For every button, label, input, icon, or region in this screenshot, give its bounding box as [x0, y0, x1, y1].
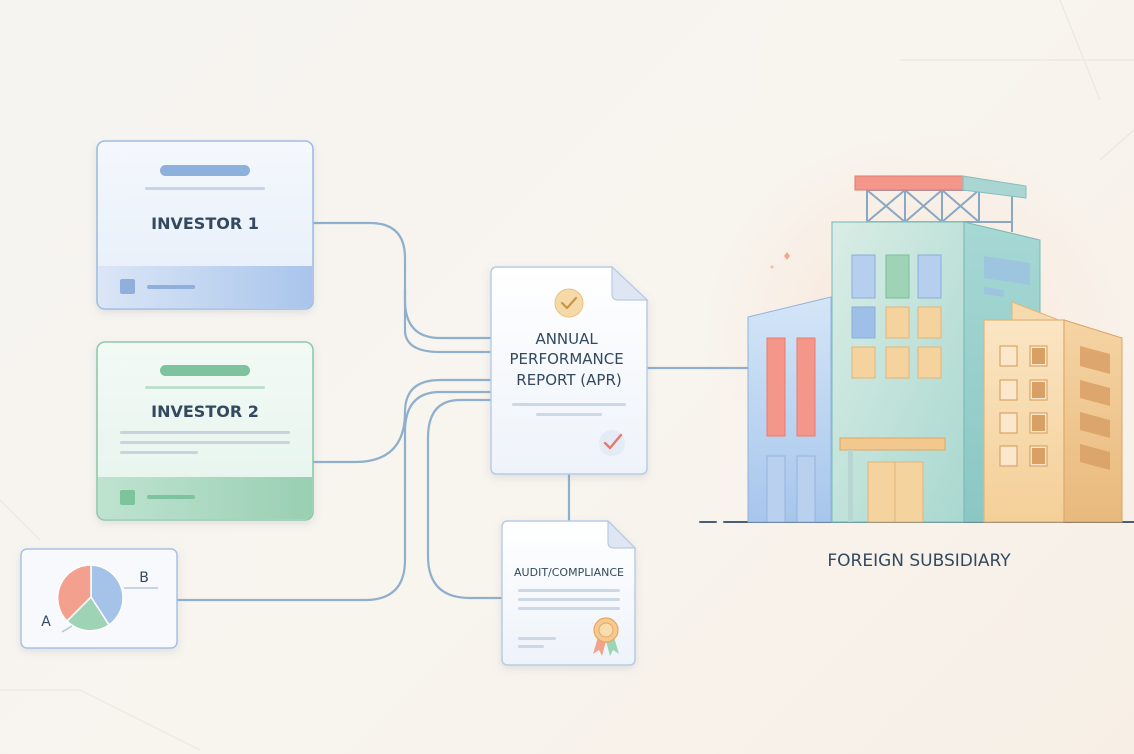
investor-1-label: INVESTOR 1 — [151, 214, 259, 233]
apr-label-line-1: ANNUAL — [535, 330, 598, 348]
investor-1-card: INVESTOR 1 — [96, 140, 314, 310]
text-line-placeholder — [518, 598, 620, 601]
apr-document: ANNUAL PERFORMANCE REPORT (APR) — [490, 265, 649, 475]
connector-audit-apr — [426, 398, 504, 600]
sparkle-icon — [784, 252, 790, 260]
text-line-placeholder — [147, 285, 195, 289]
connector-investor1-apr-2 — [403, 288, 494, 354]
foreign-subsidiary-label: FOREIGN SUBSIDIARY — [827, 551, 1011, 571]
connector-investor1-apr — [312, 221, 494, 340]
text-line-placeholder — [518, 637, 556, 640]
apr-label-line-2: PERFORMANCE — [510, 350, 624, 368]
text-line-placeholder — [512, 403, 626, 406]
pie-chart-card: B A — [20, 548, 178, 649]
text-line-placeholder — [145, 187, 265, 190]
foreign-subsidiary-buildings: FOREIGN SUBSIDIARY — [699, 175, 1134, 571]
check-circle-icon — [599, 430, 625, 456]
audit-compliance-label: AUDIT/COMPLIANCE — [514, 566, 624, 579]
text-line-placeholder — [518, 645, 544, 648]
connector-investor2-apr — [312, 378, 494, 464]
text-line-placeholder — [518, 607, 620, 610]
text-line-placeholder — [120, 441, 290, 444]
text-line-placeholder — [120, 431, 290, 434]
connector-lines — [176, 221, 750, 602]
pie-chart-icon — [56, 564, 124, 632]
audit-compliance-document: AUDIT/COMPLIANCE — [501, 519, 637, 666]
investor-2-label: INVESTOR 2 — [151, 402, 259, 421]
text-line-placeholder — [518, 589, 620, 592]
square-icon — [120, 490, 135, 505]
apr-label-line-3: REPORT (APR) — [516, 371, 621, 389]
award-ribbon-icon — [593, 617, 619, 656]
left-building — [747, 296, 832, 523]
pie-label-b: B — [139, 570, 149, 586]
text-line-placeholder — [145, 386, 265, 389]
square-icon — [120, 279, 135, 294]
text-line-placeholder — [147, 495, 195, 499]
text-line-placeholder — [120, 451, 198, 454]
pie-label-a: A — [41, 614, 51, 630]
title-bar-placeholder — [160, 365, 250, 376]
apr-label: ANNUAL PERFORMANCE REPORT (APR) — [510, 330, 629, 389]
investor-2-card: INVESTOR 2 — [96, 341, 314, 521]
title-bar-placeholder — [160, 165, 250, 176]
checkmark-badge-icon — [554, 288, 584, 318]
connector-pie-apr — [176, 390, 494, 602]
right-building — [983, 301, 1123, 523]
text-line-placeholder — [536, 413, 602, 416]
sparkle-icon — [770, 265, 774, 269]
